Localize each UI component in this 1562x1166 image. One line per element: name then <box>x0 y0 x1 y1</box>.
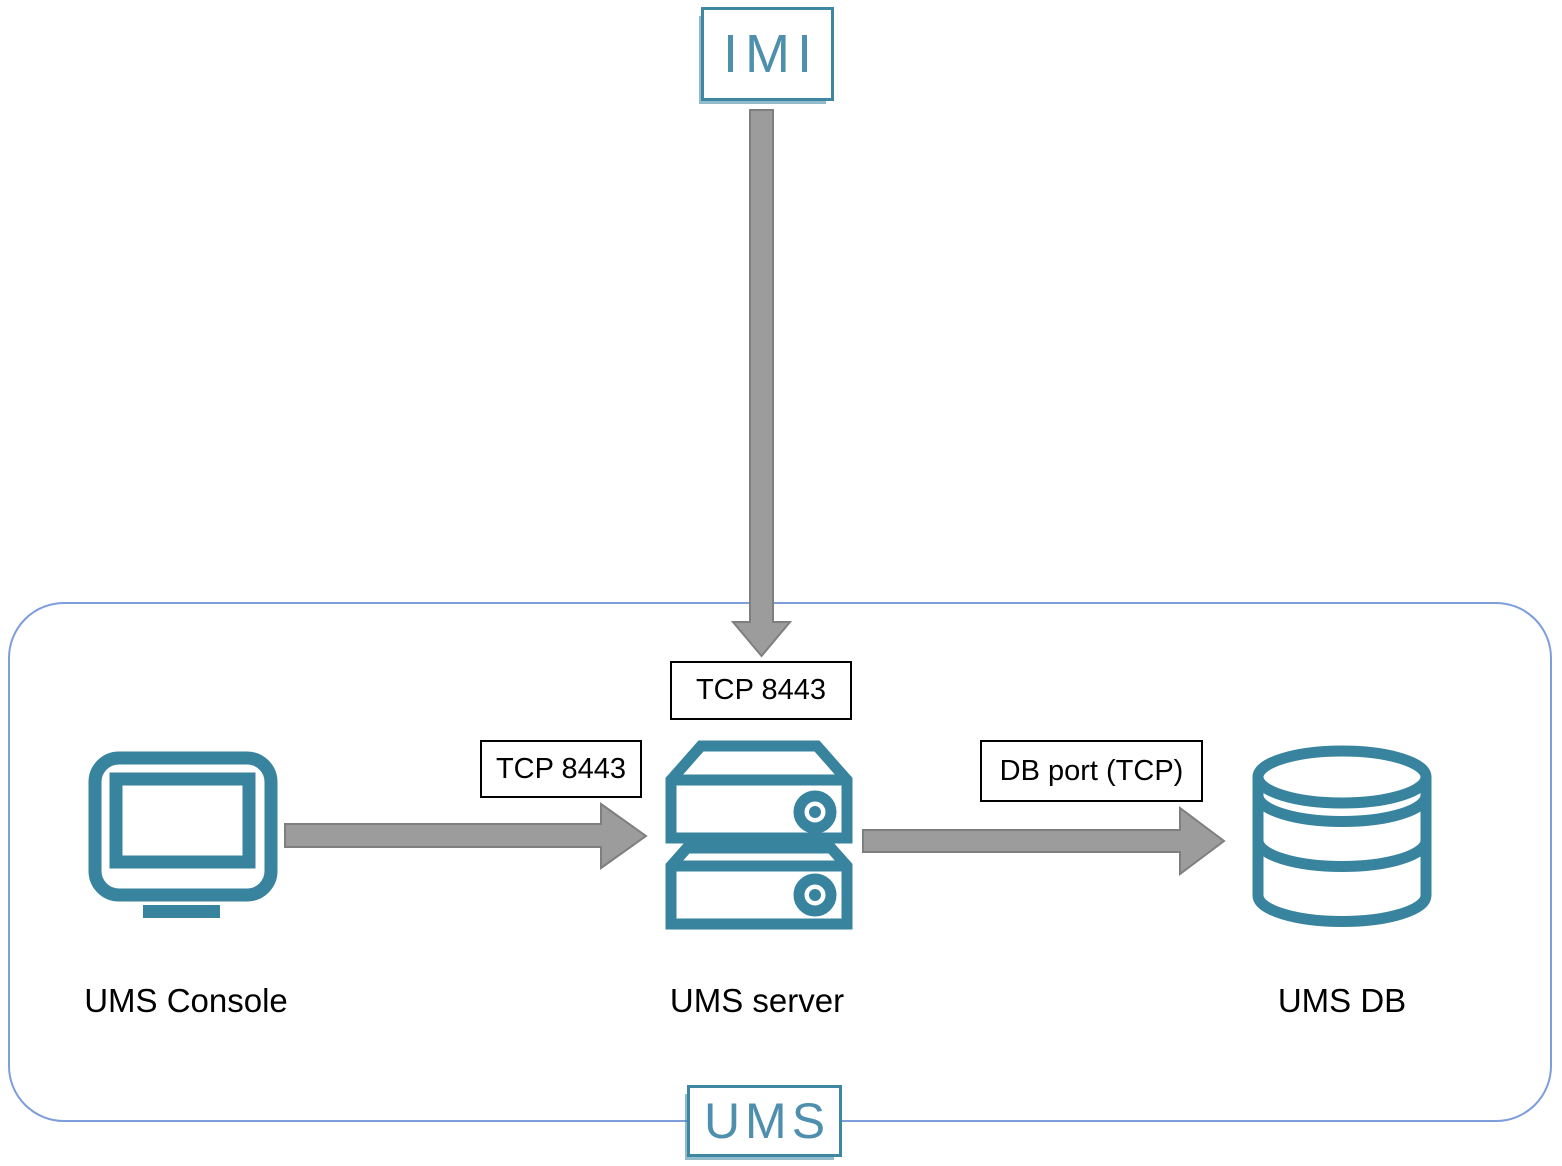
arrow-imi-to-server <box>730 109 793 658</box>
monitor-icon <box>88 751 278 918</box>
port-label-text: TCP 8443 <box>495 752 627 785</box>
node-label-ums-server: UMS server <box>669 982 845 1019</box>
database-icon <box>1252 745 1432 927</box>
ums-boundary-tag: UMS <box>687 1085 842 1157</box>
imi-label: IMI <box>723 24 819 84</box>
port-label-text: TCP 8443 <box>695 674 827 706</box>
port-label-server-db: DB port (TCP) <box>980 740 1203 802</box>
ums-boundary-label: UMS <box>703 1093 831 1149</box>
port-label-imi-server: TCP 8443 <box>670 661 852 720</box>
port-label-text: DB port (TCP) <box>999 754 1184 787</box>
node-label-ums-console: UMS Console <box>84 982 288 1019</box>
imi-node: IMI <box>701 7 834 101</box>
node-label-ums-db: UMS DB <box>1277 982 1407 1019</box>
server-icon <box>665 740 853 930</box>
port-label-console-server: TCP 8443 <box>480 740 642 798</box>
